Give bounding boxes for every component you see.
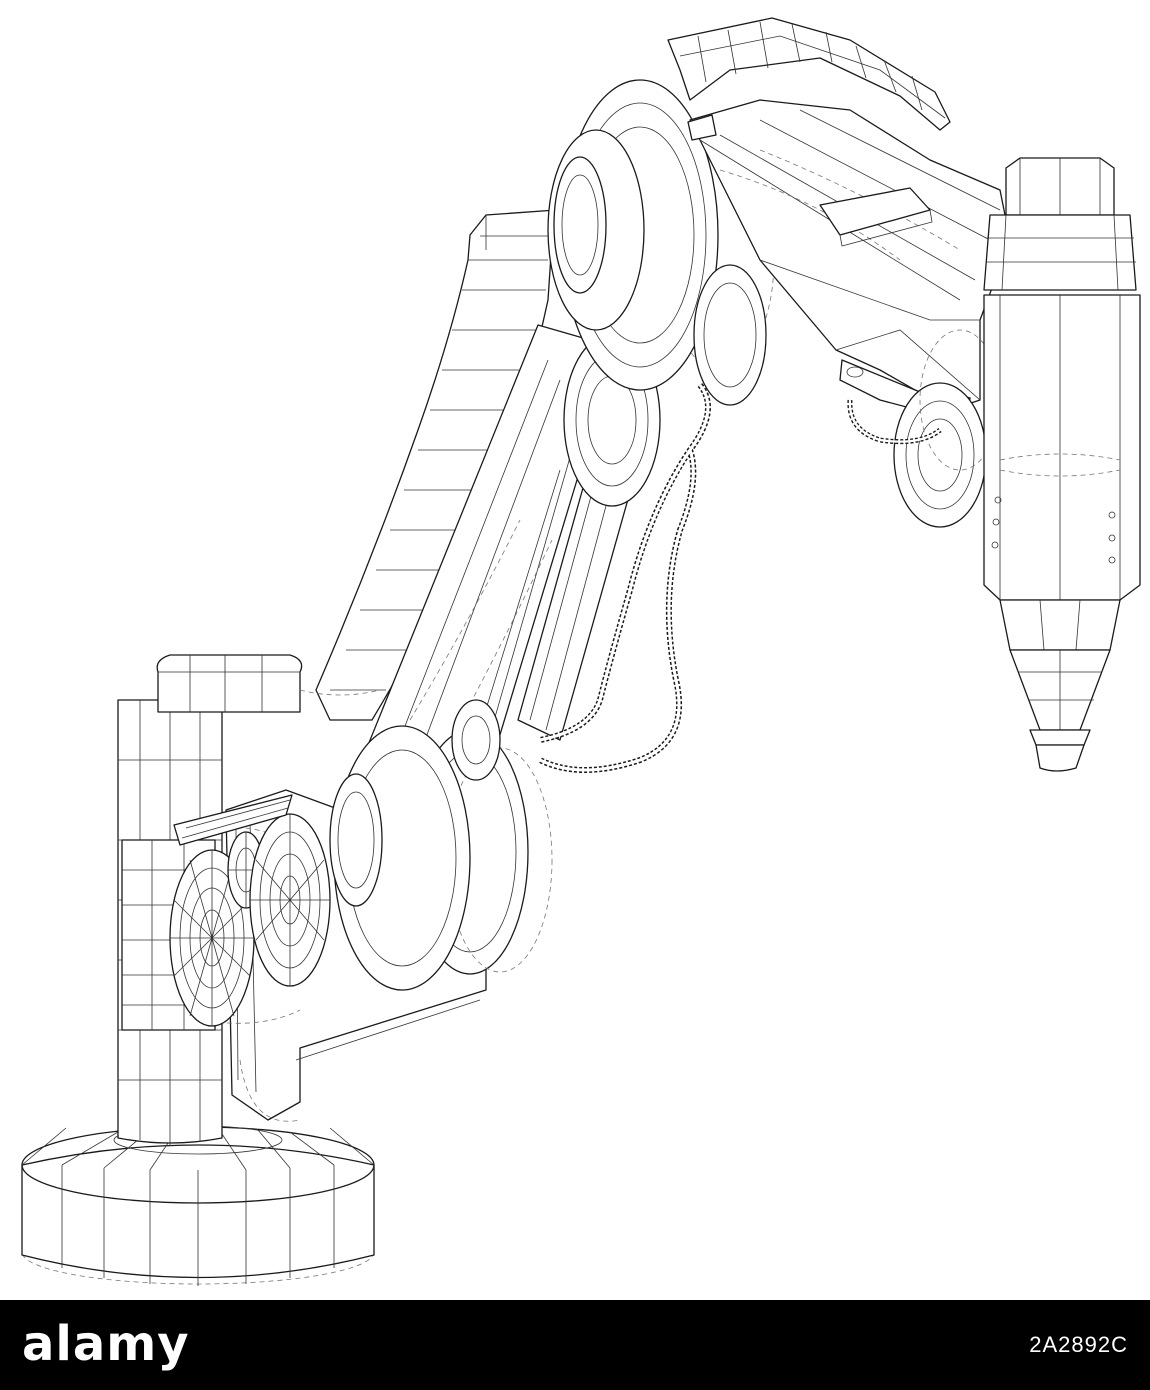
shoulder-joint xyxy=(329,699,553,991)
tool-spindle xyxy=(983,157,1141,772)
robot-arm-wireframe-image xyxy=(21,17,1141,1286)
cable-hose xyxy=(538,383,942,773)
robot-arm-drawing xyxy=(21,17,1141,1286)
image-id-label: 2A2892C xyxy=(1029,1332,1128,1357)
alamy-logo: alamy xyxy=(22,1316,190,1372)
watermark-footer: alamy 2A2892C xyxy=(0,1300,1150,1390)
upper-arm xyxy=(667,17,1011,419)
robot-base xyxy=(21,1125,375,1286)
elbow-joint xyxy=(547,79,775,507)
